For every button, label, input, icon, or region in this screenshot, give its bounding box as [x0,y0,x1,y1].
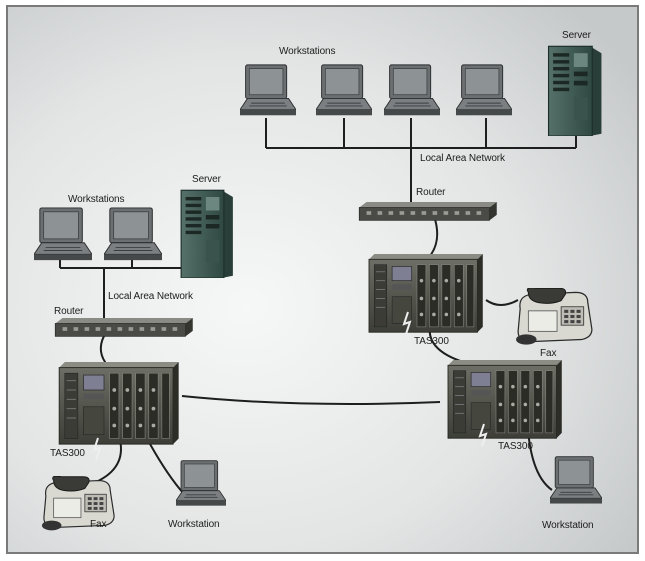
fax-left-label: Fax [90,519,107,530]
top-server-label: Server [562,30,591,41]
tas300-top-label: TAS300 [414,336,449,347]
tas300-top [368,254,484,333]
bottom-right-workstation-label: Workstation [542,520,594,531]
top-workstations-label: Workstations [279,46,336,57]
tas300-right [447,360,563,439]
fax-right [515,288,593,346]
left-server [180,189,234,278]
left-workstations-label: Workstations [68,194,125,205]
top-server [547,45,603,136]
tas300-left-label: TAS300 [50,448,85,459]
tas300-right-lightning [478,423,488,447]
left-server-label: Server [192,174,221,185]
top-lan-label: Local Area Network [420,153,505,164]
tas300-right-label: TAS300 [498,441,533,452]
left-lan-label: Local Area Network [108,291,193,302]
bottom-left-workstation-label: Workstation [168,519,220,530]
fax-right-label: Fax [540,348,557,359]
tas300-top-lightning [402,311,412,335]
tas300-left [58,362,180,445]
left-router [54,318,194,337]
top-router [358,202,498,221]
top-router-label: Router [416,187,446,198]
tas300-left-lightning [92,437,102,461]
left-router-label: Router [54,306,84,317]
